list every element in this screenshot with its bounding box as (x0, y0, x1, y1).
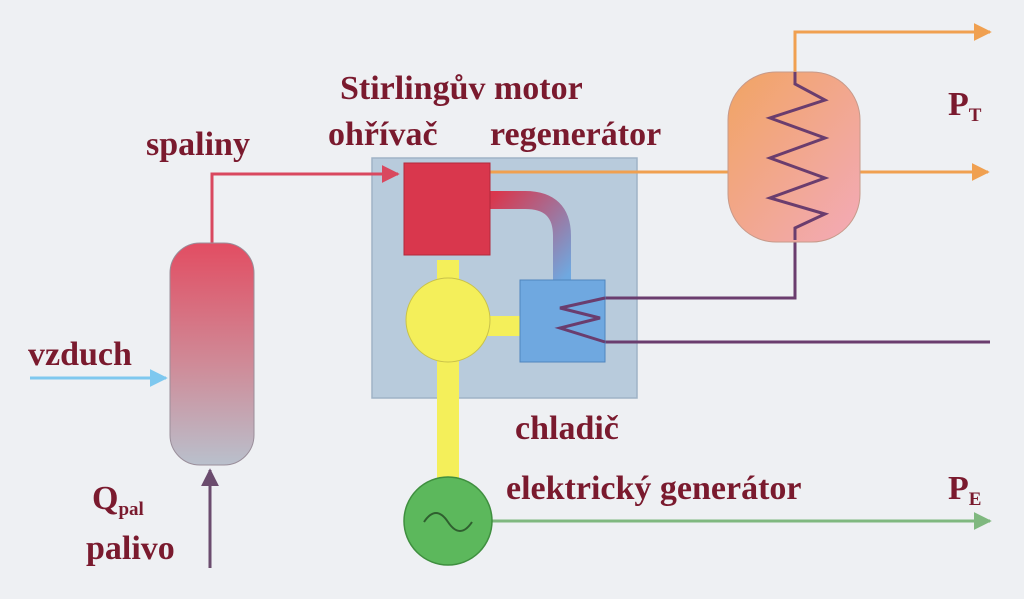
heater-block (403, 162, 491, 256)
regenerator-pipe (490, 191, 571, 282)
thermal-power-label: PT (948, 86, 982, 126)
flue-gas-line (210, 165, 400, 246)
stirling-motor-label: Stirlingův motor (340, 70, 583, 107)
regenerator-label: regenerátor (490, 116, 662, 153)
air-label: vzduch (28, 336, 132, 373)
burner-vessel (169, 242, 255, 466)
cooler-coil (554, 296, 606, 344)
cooler-label: chladič (515, 410, 619, 447)
drive-shaft-horizontal (480, 316, 525, 336)
ac-sine-icon (423, 512, 473, 532)
hot-water-tank (727, 71, 861, 243)
electric-power-label: PE (948, 470, 982, 510)
fuel-label: palivo (86, 530, 175, 567)
generator-label: elektrický generátor (506, 470, 802, 507)
cooling-loop-return-line (605, 240, 797, 300)
hot-water-outlet-line (793, 23, 992, 72)
flue-gas-label: spaliny (146, 126, 250, 163)
crankcase (405, 277, 491, 363)
tank-heat-exchanger-coil (765, 72, 830, 240)
heater-label: ohřívač (328, 116, 438, 153)
fuel-heat-label: Qpal (92, 480, 144, 520)
